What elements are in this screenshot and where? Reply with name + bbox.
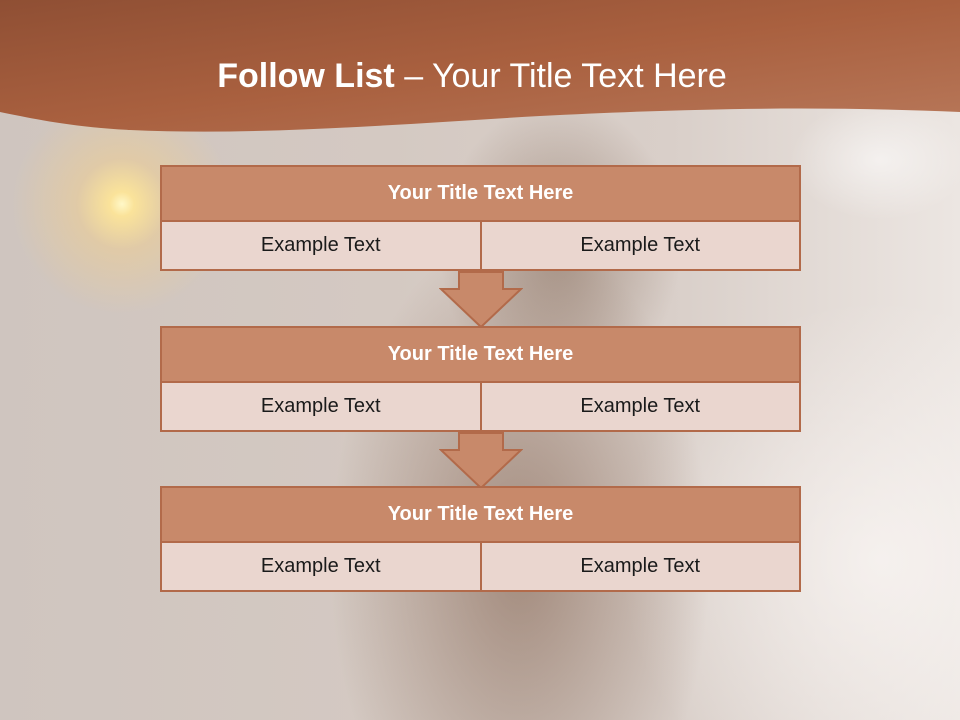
step-cell-left: Example Text: [162, 222, 480, 269]
step-cell-right: Example Text: [479, 383, 799, 430]
header-band: [0, 0, 960, 132]
step-cell-right: Example Text: [479, 543, 799, 590]
step-row: Example Text Example Text: [160, 543, 801, 592]
step-block-2: Your Title Text Here Example Text Exampl…: [160, 326, 801, 432]
step-row: Example Text Example Text: [160, 222, 801, 271]
title-rest: – Your Title Text Here: [394, 57, 727, 95]
step-title: Your Title Text Here: [160, 165, 801, 222]
title-bold: Follow List: [217, 57, 395, 95]
step-block-3: Your Title Text Here Example Text Exampl…: [160, 486, 801, 592]
step-title: Your Title Text Here: [160, 326, 801, 383]
step-cell-left: Example Text: [162, 543, 480, 590]
step-title: Your Title Text Here: [160, 486, 801, 543]
step-block-1: Your Title Text Here Example Text Exampl…: [160, 165, 801, 271]
down-arrow-icon: [439, 432, 523, 490]
step-row: Example Text Example Text: [160, 383, 801, 432]
page-title: Follow List – Your Title Text Here: [0, 56, 944, 96]
step-cell-right: Example Text: [479, 222, 799, 269]
step-cell-left: Example Text: [162, 383, 480, 430]
down-arrow-icon: [439, 271, 523, 329]
